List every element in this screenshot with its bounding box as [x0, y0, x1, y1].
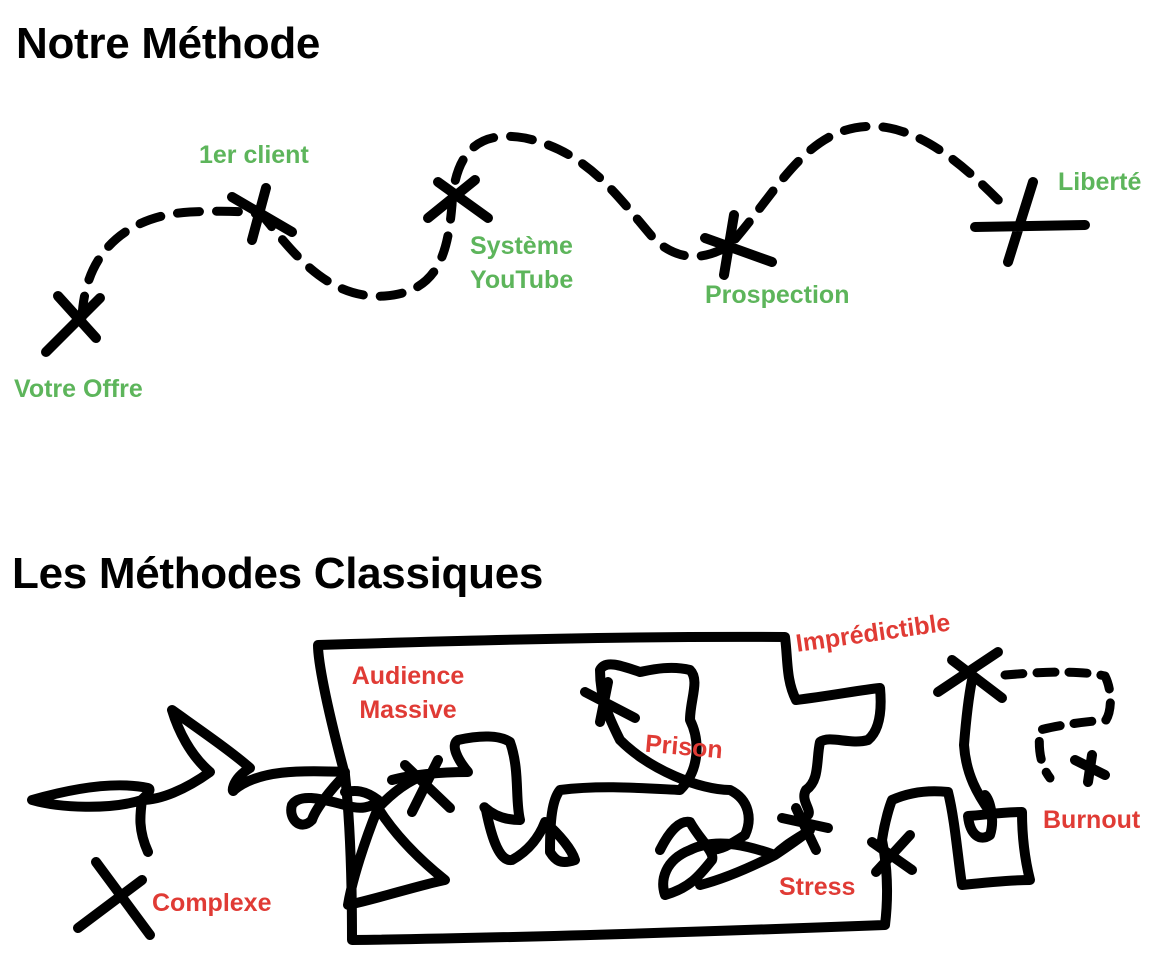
step-label-prospection: Prospection [705, 281, 850, 309]
prospection-marker [700, 210, 777, 280]
our-method-title: Notre Méthode [16, 19, 321, 68]
burnout-marker [1070, 750, 1110, 787]
step-label-systeme-youtube: Système YouTube [470, 229, 573, 297]
classic-methods-title: Les Méthodes Classiques [12, 549, 544, 598]
step-label-audience-line: Audience [351, 662, 465, 690]
step-label-burnout: Burnout [1043, 806, 1141, 834]
stress-marker [777, 803, 833, 855]
step-label-complexe: Complexe [152, 889, 272, 917]
classic-dashed-tail [1000, 667, 1115, 783]
classic-methods-scribble [27, 631, 1035, 945]
stress-second-marker [867, 830, 917, 877]
step-label-premier-client: 1er client [199, 141, 309, 169]
step-label-systeme-line: Système [470, 232, 573, 260]
audience-massive-marker [400, 755, 455, 817]
systeme-youtube-marker [423, 175, 493, 223]
liberte-marker [970, 177, 1090, 267]
impredictible-marker [933, 647, 1007, 703]
our-method-path [77, 121, 1013, 323]
step-label-massive-line: Massive [359, 696, 457, 724]
step-label-liberte: Liberté [1058, 168, 1142, 196]
complexe-marker [73, 857, 155, 940]
votre-offre-marker [41, 291, 105, 357]
prison-marker [580, 677, 640, 727]
step-label-prison: Prison [643, 729, 724, 765]
step-label-votre-offre: Votre Offre [14, 375, 143, 403]
step-label-audience-massive: Audience Massive [346, 659, 470, 727]
premier-client-marker [227, 183, 297, 245]
step-label-stress: Stress [779, 873, 856, 901]
step-label-youtube-line: YouTube [470, 266, 574, 294]
